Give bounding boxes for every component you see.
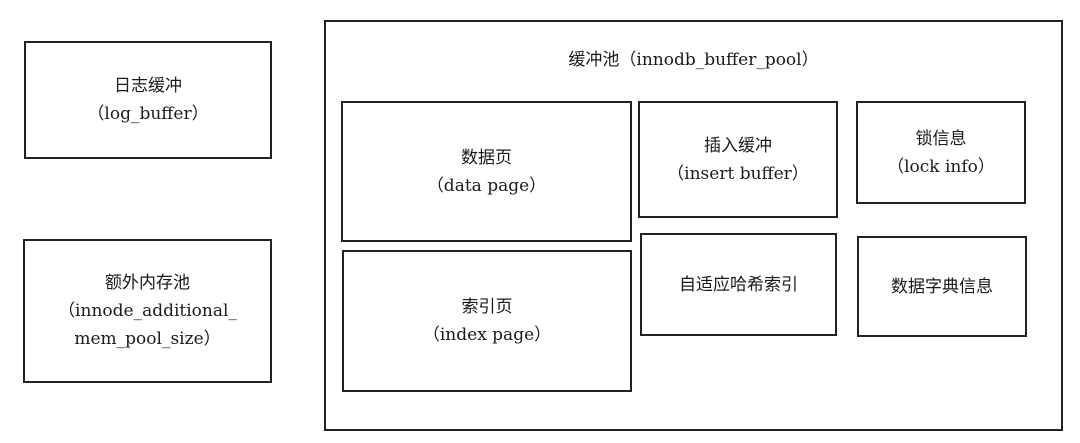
index-page-box: 索引页 （index page） <box>342 250 632 392</box>
data-page-subtitle: （data page） <box>426 175 547 196</box>
log-buffer-box: 日志缓冲 （log_buffer） <box>24 41 272 159</box>
data-page-box: 数据页 （data page） <box>341 101 632 242</box>
additional-mem-pool-box: 额外内存池 （innode_additional_ mem_pool_size） <box>23 239 272 383</box>
data-page-title: 数据页 <box>461 147 512 168</box>
data-dictionary-box: 数据字典信息 <box>857 236 1027 337</box>
adaptive-hash-index-title: 自适应哈希索引 <box>679 274 798 295</box>
additional-mem-pool-title: 额外内存池 <box>105 273 190 293</box>
insert-buffer-title: 插入缓冲 <box>704 135 772 156</box>
index-page-subtitle: （index page） <box>422 325 552 345</box>
lock-info-box: 锁信息 （lock info） <box>856 101 1026 204</box>
lock-info-title: 锁信息 <box>915 128 967 149</box>
buffer-pool-title: 缓冲池（innodb_buffer_pool） <box>568 50 819 70</box>
lock-info-subtitle: （lock info） <box>887 156 995 177</box>
insert-buffer-box: 插入缓冲 （insert buffer） <box>638 101 838 218</box>
insert-buffer-subtitle: （insert buffer） <box>667 163 809 184</box>
adaptive-hash-index-box: 自适应哈希索引 <box>640 233 837 336</box>
log-buffer-subtitle: （log_buffer） <box>87 104 209 124</box>
additional-mem-pool-line2: （innode_additional_ <box>58 301 237 321</box>
index-page-title: 索引页 <box>461 297 513 317</box>
data-dictionary-title: 数据字典信息 <box>891 276 993 297</box>
additional-mem-pool-line3: mem_pool_size） <box>74 329 221 349</box>
log-buffer-title: 日志缓冲 <box>114 76 182 96</box>
